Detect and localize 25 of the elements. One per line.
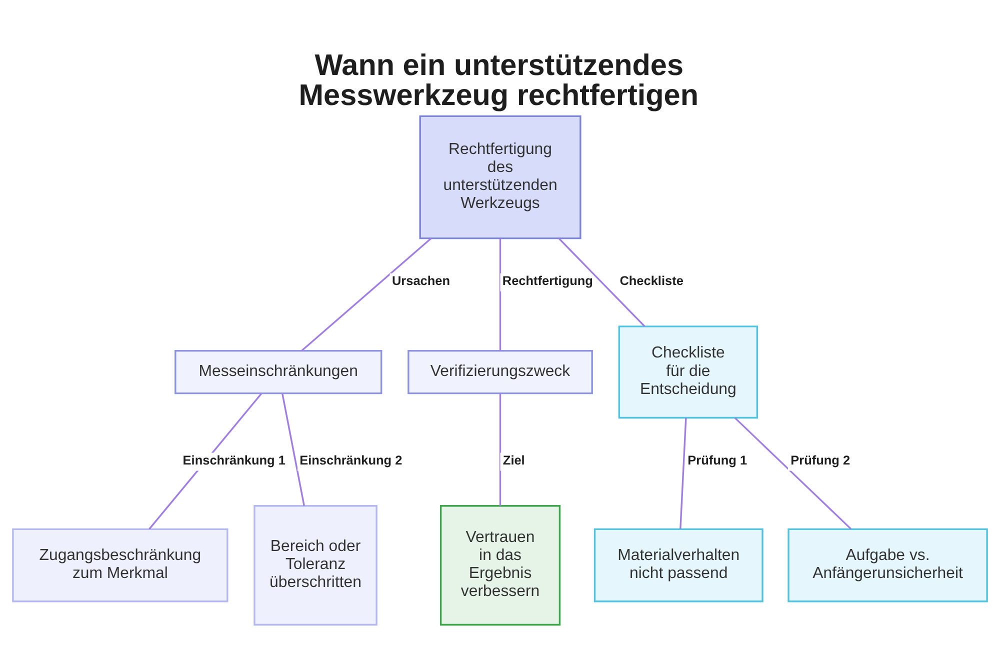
edge-label: Ziel [502,452,525,468]
connector [558,238,646,326]
edge-label: Einschränkung 2 [300,452,402,468]
node-box: Zugangsbeschränkung zum Merkmal [12,528,228,602]
connector [148,392,262,530]
node-box: Checkliste für die Entscheidung [618,325,758,418]
node-box: Bereich oder Toleranz überschritten [254,504,378,626]
connector [680,417,687,528]
connector [301,237,432,351]
diagram-title: Wann ein unterstützendes Messwerkzeug rechtfertigen [298,48,698,112]
edge-label: Ursachen [392,272,450,288]
edge-label: Rechtfertigung [502,272,593,288]
node-box: Materialverhalten nicht passend [594,528,764,602]
edge-label: Prüfung 1 [688,452,748,468]
edge-label: Einschränkung 1 [182,452,286,468]
node-box: Verifizierungszweck [408,349,593,394]
connector [499,393,502,506]
connector [499,238,502,350]
node-box: Aufgabe vs. Anfängerunsicherheit [788,528,988,602]
node-box: Rechtfertigung des unterstützenden Werkzeugs [419,114,582,239]
edge-label: Prüfung 2 [790,452,850,468]
connector [282,392,305,506]
node-box: Vertrauen in das Ergebnis verbessern [440,504,561,626]
edge-label: Checkliste [620,272,684,288]
node-box: Messeinschränkungen [174,349,382,394]
